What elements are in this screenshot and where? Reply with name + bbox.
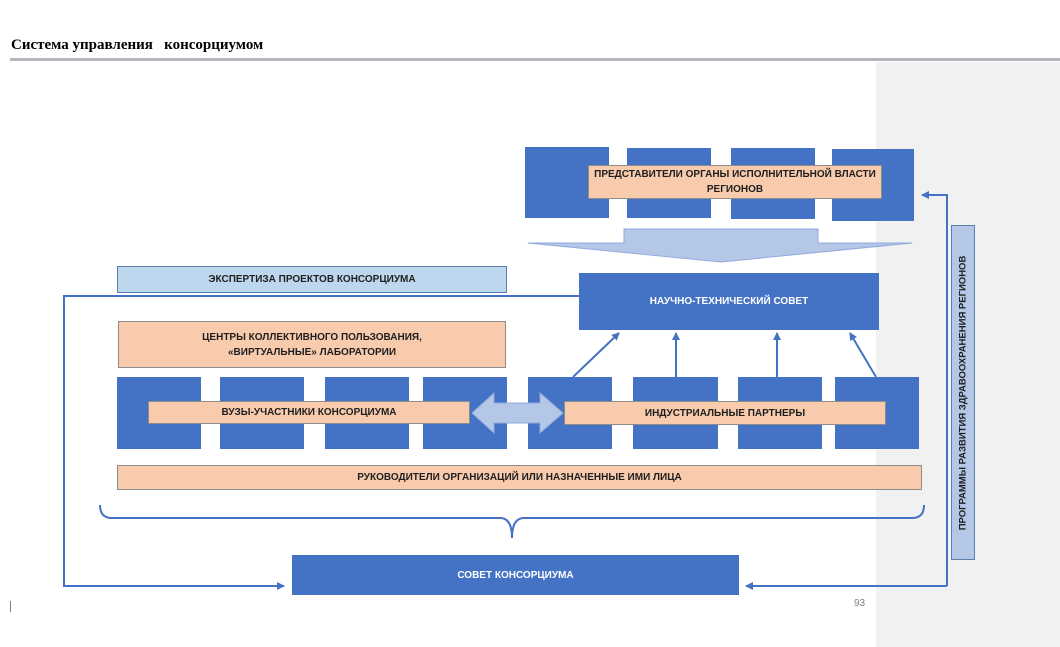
page-number: 93 [854,598,866,609]
universities-label: ВУЗЫ-УЧАСТНИКИ КОНСОРЦИУМА [148,401,470,424]
left-loop-line [63,295,579,590]
double-arrow [471,391,564,435]
title-divider [10,58,1060,61]
page-title: Система управления консорциумом [11,37,264,53]
industrial-partners-label: ИНДУСТРИАЛЬНЫЕ ПАРТНЕРЫ [564,401,886,425]
arrow-up-4 [849,332,877,378]
chevron-down-arrow [527,228,913,263]
scientific-council: НАУЧНО-ТЕХНИЧЕСКИЙ СОВЕТ [579,273,879,330]
margin-tick [10,601,11,612]
heads-label: РУКОВОДИТЕЛИ ОРГАНИЗАЦИЙ ИЛИ НАЗНАЧЕННЫЕ… [117,465,922,490]
arrow-up-1 [572,332,620,378]
regional-programs-label: ПРОГРАММЫ РАЗВИТИЯ ЗДРАВООХРАНЕНИЯ РЕГИО… [951,225,975,560]
consortium-council: СОВЕТ КОНСОРЦИУМА [292,555,739,595]
expertise-label: ЭКСПЕРТИЗА ПРОЕКТОВ КОНСОРЦИУМА [117,266,507,293]
shared-centers-label: ЦЕНТРЫ КОЛЛЕКТИВНОГО ПОЛЬЗОВАНИЯ, «ВИРТУ… [118,321,506,368]
curly-brace [99,504,925,539]
right-loop-top [921,191,948,586]
regional-authorities-label: ПРЕДСТАВИТЕЛИ ОРГАНЫ ИСПОЛНИТЕЛЬНОЙ ВЛАС… [588,165,882,199]
